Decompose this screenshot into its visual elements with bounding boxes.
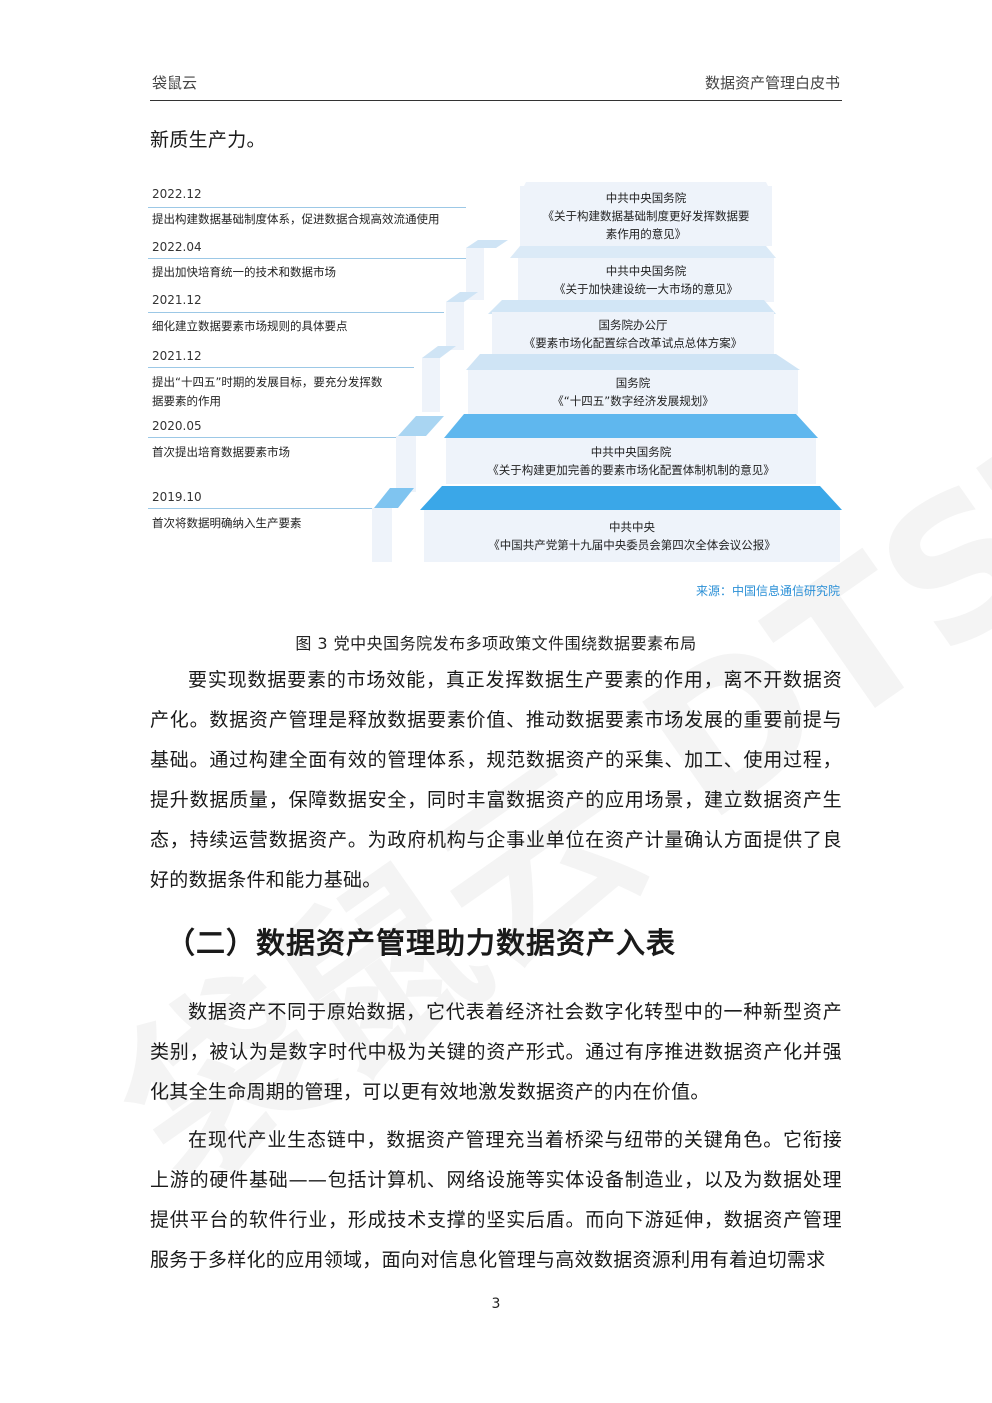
step-org: 中共中央国务院 xyxy=(605,264,687,278)
timeline-date: 2019.10 xyxy=(152,490,202,504)
figure-source: 来源：中国信息通信研究院 xyxy=(695,584,840,598)
page-number: 3 xyxy=(491,1296,501,1312)
timeline-divider xyxy=(148,258,468,259)
timeline-date: 2020.05 xyxy=(152,419,202,433)
header-left: 袋鼠云 xyxy=(152,74,198,92)
step-doc: 《关于加快建设统一大市场的意见》 xyxy=(554,282,738,296)
pyramid-step: 中共中央国务院 《关于构建更加完善的要素市场化配置体制机制的意见》 xyxy=(446,438,816,484)
step-org: 国务院办公厅 xyxy=(598,318,668,332)
intro-tail: 新质生产力。 xyxy=(150,129,266,151)
timeline-desc: 提出构建数据基础制度体系，促进数据合规高效流通使用 xyxy=(152,212,440,226)
step-top-3 xyxy=(488,300,776,314)
timeline-desc: 首次提出培育数据要素市场 xyxy=(152,445,290,459)
step-doc: 《关于构建数据基础制度更好发挥数据要素作用的意见》 xyxy=(542,209,750,241)
header-divider xyxy=(150,100,842,101)
step-org: 中共中央国务院 xyxy=(605,191,687,205)
step-top-2 xyxy=(510,246,776,258)
timeline-desc: 细化建立数据要素市场规则的具体要点 xyxy=(152,319,348,333)
pyramid-step: 中共中央国务院 《关于构建数据基础制度更好发挥数据要素作用的意见》 xyxy=(520,186,772,246)
timeline-desc: 提出“十四五”时期的发展目标，要充分发挥数据要素的作用 xyxy=(152,375,383,408)
pyramid-step: 中共中央国务院 《关于加快建设统一大市场的意见》 xyxy=(518,258,774,302)
step-top-6 xyxy=(420,486,842,510)
paragraph-1: 要实现数据要素的市场效能，真正发挥数据生产要素的作用，离不开数据资产化。数据资产… xyxy=(150,669,842,891)
timeline-divider xyxy=(148,312,444,313)
step-org: 中共中央国务院 xyxy=(590,445,672,459)
step-doc: 《关于构建更加完善的要素市场化配置体制机制的意见》 xyxy=(487,463,775,477)
pyramid-step: 国务院 《“十四五”数字经济发展规划》 xyxy=(468,370,798,414)
timeline-divider xyxy=(148,207,466,208)
timeline-date: 2021.12 xyxy=(152,349,202,363)
pyramid-step: 国务院办公厅 《要素市场化配置综合改革试点总体方案》 xyxy=(492,312,774,356)
timeline-date: 2022.12 xyxy=(152,187,202,201)
paragraph-3: 在现代产业生态链中，数据资产管理充当着桥梁与纽带的关键角色。它衔接上游的硬件基础… xyxy=(150,1129,842,1271)
step-top-5 xyxy=(444,414,818,438)
paragraph-2: 数据资产不同于原始数据，它代表着经济社会数字化转型中的一种新型资产类别，被认为是… xyxy=(150,1001,842,1103)
section-title: （二）数据资产管理助力数据资产入表 xyxy=(166,926,677,960)
timeline-divider xyxy=(148,437,398,438)
step-doc: 《“十四五”数字经济发展规划》 xyxy=(552,394,714,408)
timeline-date: 2021.12 xyxy=(152,293,202,307)
figure-caption: 图 3 党中央国务院发布多项政策文件围绕数据要素布局 xyxy=(295,634,697,653)
header-right: 数据资产管理白皮书 xyxy=(704,74,840,92)
pyramid-step: 中共中央 《中国共产党第十九届中央委员会第四次全体会议公报》 xyxy=(424,510,840,562)
timeline-desc: 首次将数据明确纳入生产要素 xyxy=(152,516,302,530)
step-doc: 《要素市场化配置综合改革试点总体方案》 xyxy=(523,336,743,350)
timeline-desc: 提出加快培育统一的技术和数据市场 xyxy=(152,265,336,279)
step-top-4 xyxy=(466,354,800,370)
timeline-divider xyxy=(148,508,378,509)
riser-connectors xyxy=(372,240,508,562)
timeline-divider xyxy=(148,367,414,368)
step-org: 中共中央 xyxy=(609,520,655,534)
step-doc: 《中国共产党第十九届中央委员会第四次全体会议公报》 xyxy=(488,538,776,552)
step-org: 国务院 xyxy=(615,376,651,390)
timeline-date: 2022.04 xyxy=(152,240,202,254)
